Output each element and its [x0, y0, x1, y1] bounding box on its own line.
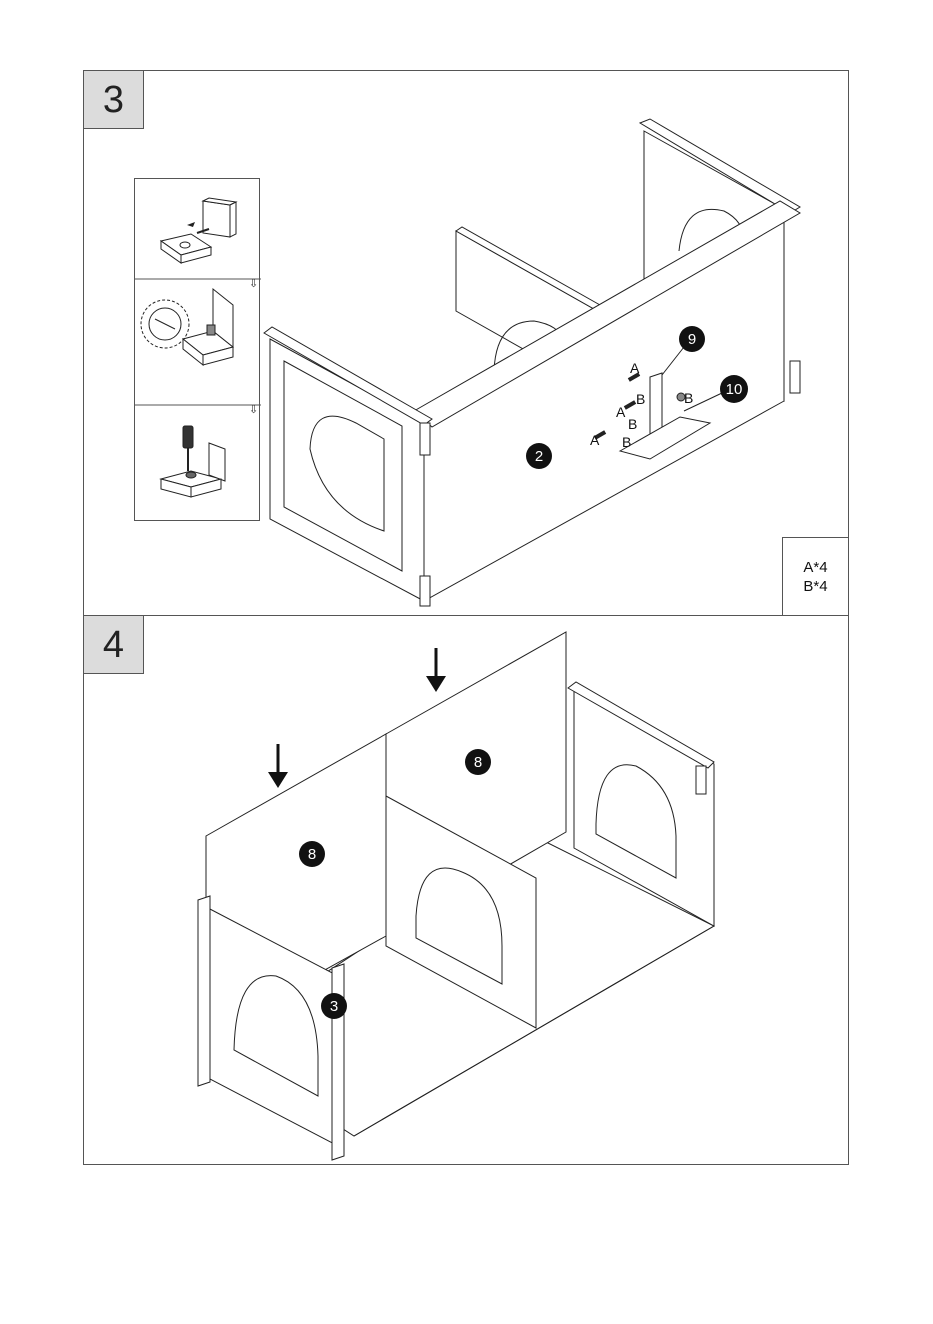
step-3-assembly-drawing: A B A B A B B 9 10 2	[84, 71, 850, 617]
step-4-assembly-drawing: 8 8 3	[84, 616, 850, 1166]
hardware-quantity-box: A*4 B*4	[782, 537, 848, 615]
step-4-panel: 4 8 8 3	[83, 615, 849, 1165]
hardware-label-b-3: B	[622, 434, 631, 450]
hardware-label-a-2: A	[616, 404, 626, 420]
callout-8-right: 8	[474, 754, 482, 771]
callout-8-left: 8	[308, 846, 316, 863]
callout-10: 10	[726, 381, 743, 398]
hardware-label-b-2: B	[628, 416, 637, 432]
callout-9: 9	[688, 331, 696, 348]
hardware-label-a-1: A	[630, 360, 640, 376]
callout-2: 2	[535, 448, 543, 465]
hardware-label-b-1: B	[636, 391, 645, 407]
quantity-a: A*4	[783, 558, 848, 577]
hardware-label-b-4: B	[684, 390, 693, 406]
hardware-label-a-3: A	[590, 432, 600, 448]
step-3-panel: 3 ⇩ ⇩	[83, 70, 849, 616]
callout-3: 3	[330, 998, 338, 1015]
quantity-b: B*4	[783, 577, 848, 596]
